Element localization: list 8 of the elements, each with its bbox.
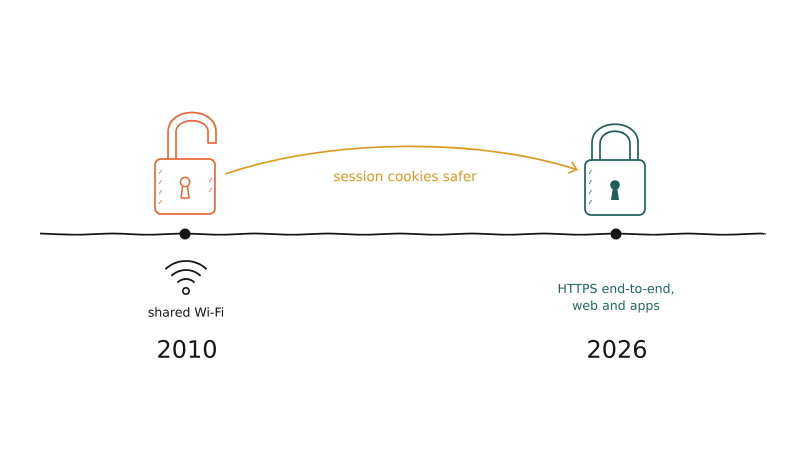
caption: HTTPS end-to-end, web and apps <box>558 284 674 312</box>
open-padlock <box>154 112 217 215</box>
year-label: 2026 <box>588 340 646 358</box>
edge-label: session cookies safer <box>331 168 479 184</box>
arrow <box>224 146 578 175</box>
caption: shared Wi-Fi <box>148 307 224 317</box>
year-label: 2010 <box>158 340 216 358</box>
closed-padlock <box>584 123 646 216</box>
